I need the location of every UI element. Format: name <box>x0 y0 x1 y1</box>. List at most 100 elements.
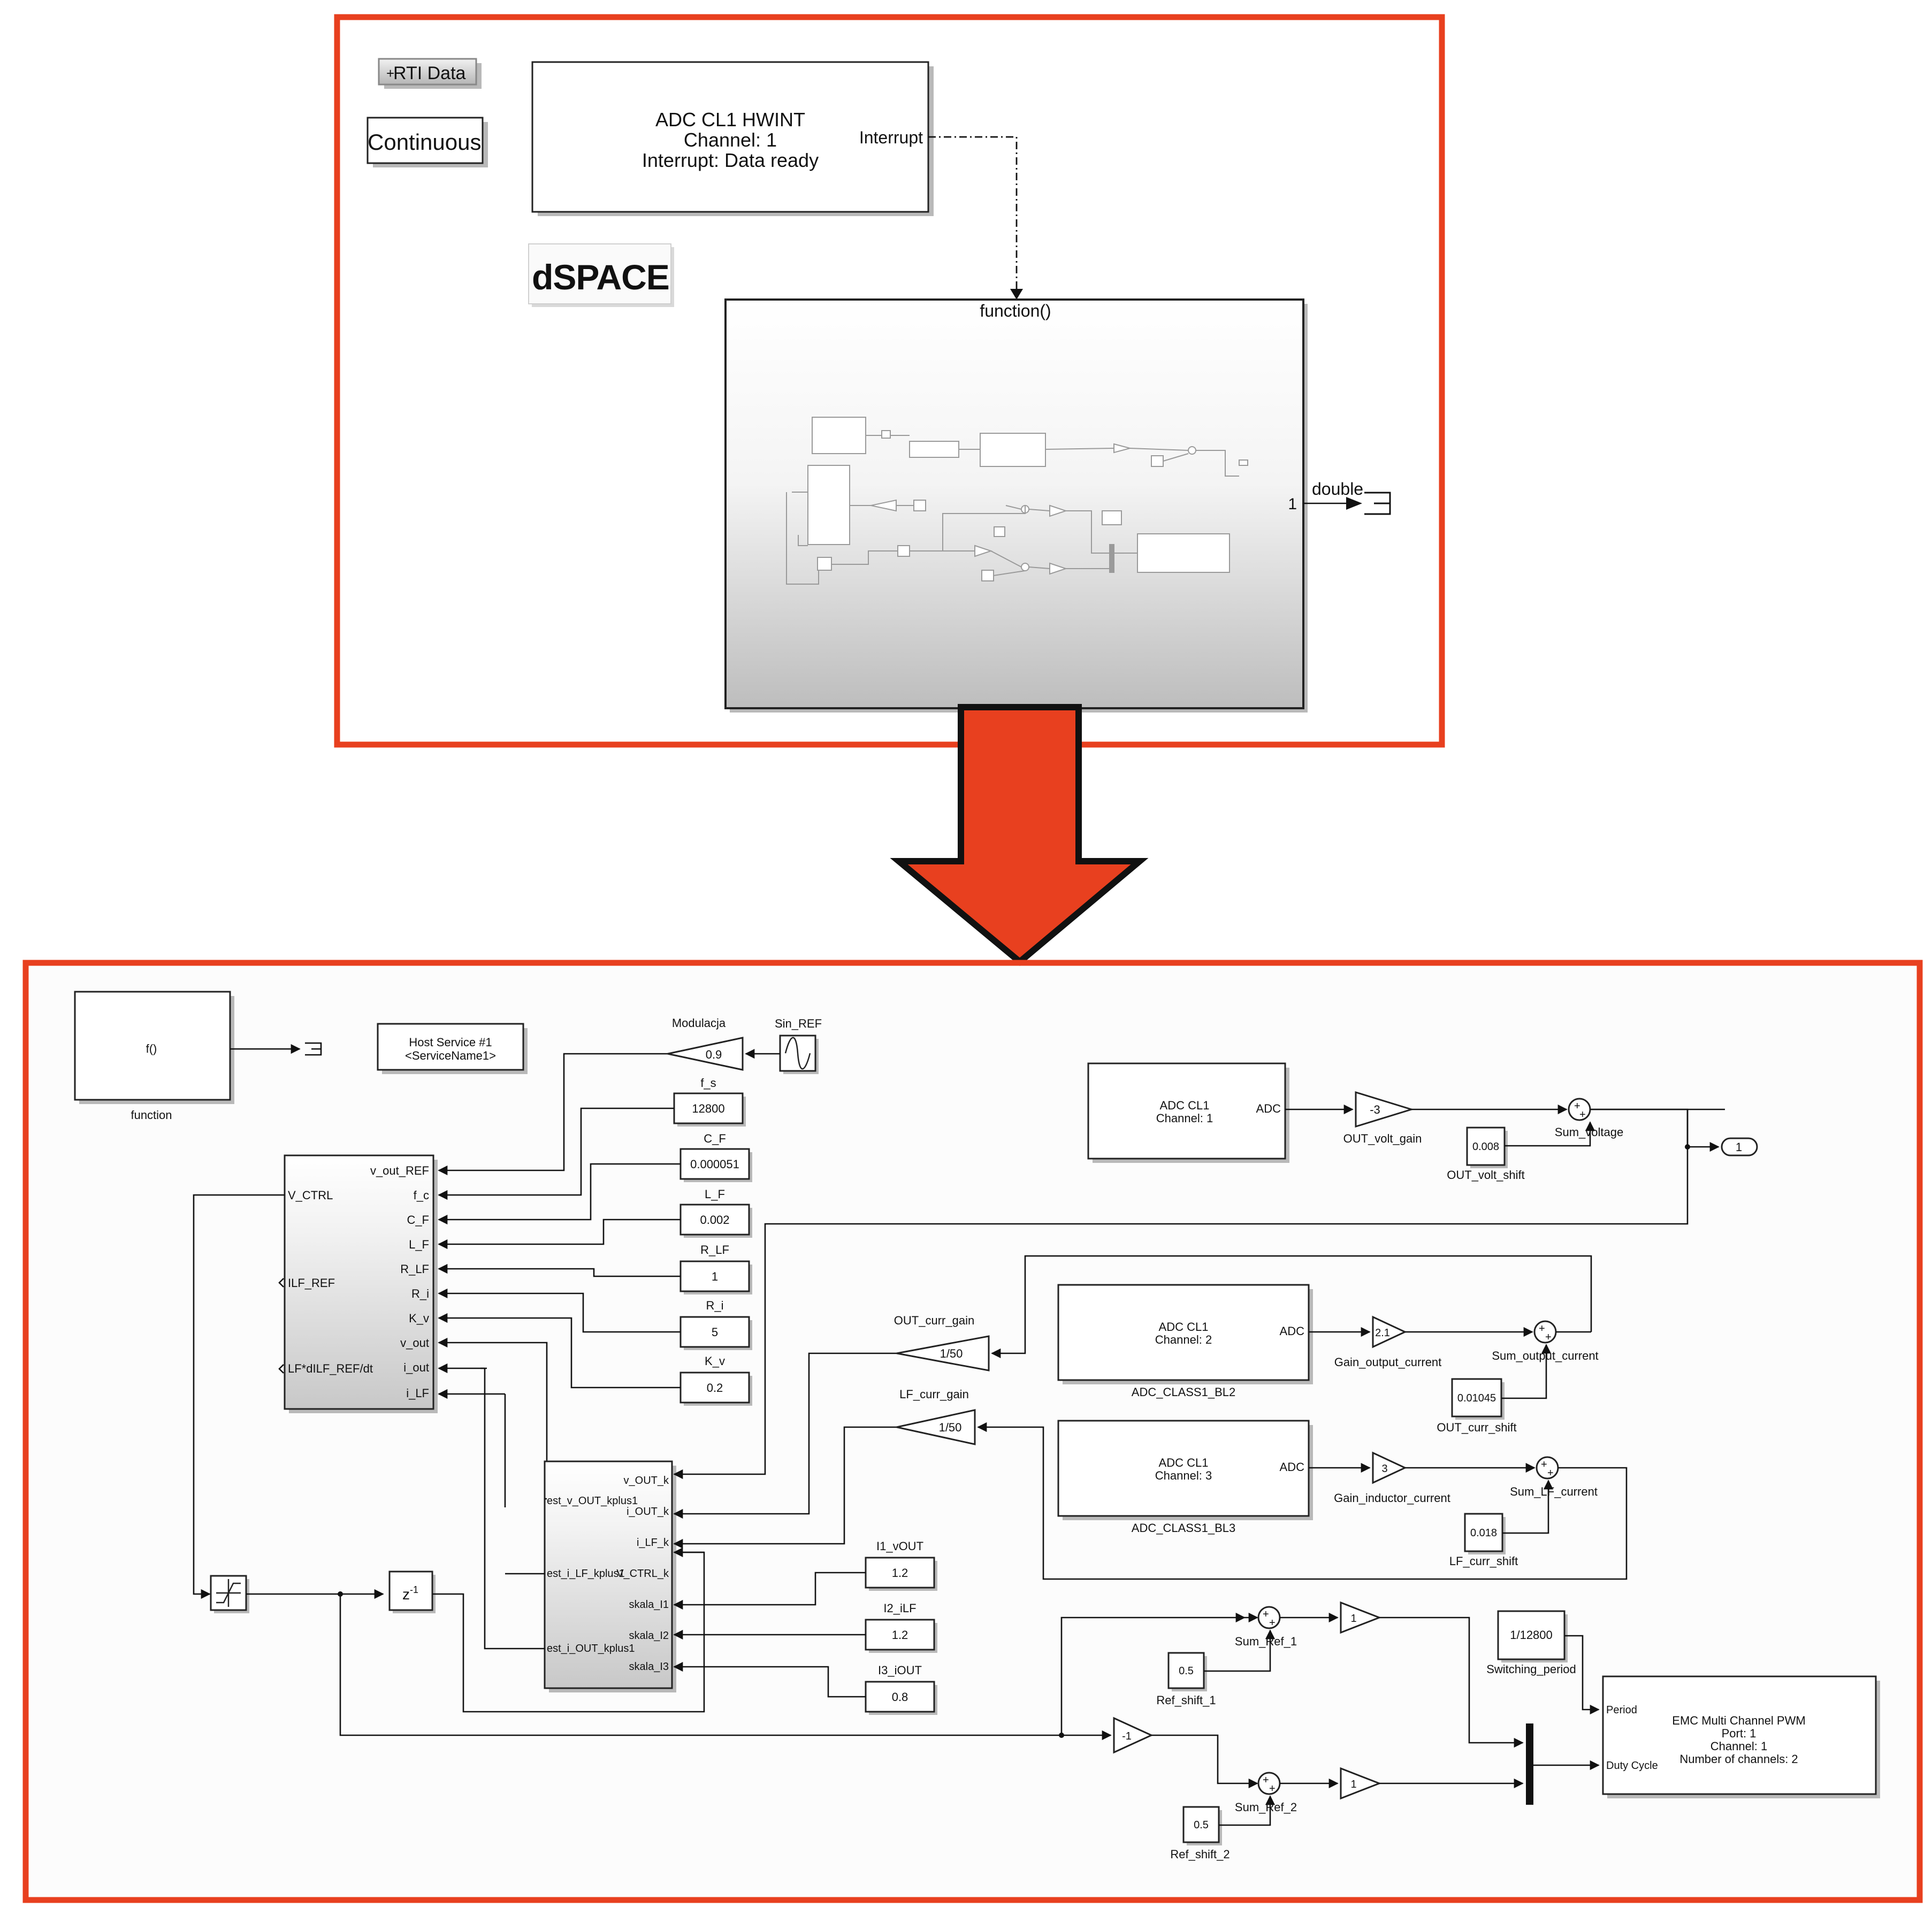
lf-curr-shift[interactable]: 0.018 LF_curr_shift <box>1449 1513 1518 1568</box>
const-kv-name: K_v <box>705 1354 725 1368</box>
const-i2-name: I2_iLF <box>883 1602 916 1615</box>
const-kv[interactable]: 0.2 K_v <box>679 1354 752 1406</box>
gain-neg1[interactable]: -1 <box>1113 1717 1154 1754</box>
out-curr-shift[interactable]: 0.01045 OUT_curr_shift <box>1437 1378 1517 1434</box>
const-i2-ilf[interactable]: 1.2 I2_iLF <box>865 1602 937 1653</box>
wire-period-pwm <box>1564 1635 1600 1715</box>
adc2-port: ADC <box>1280 1324 1305 1338</box>
adc2-block[interactable]: ADC CL1 Channel: 2 ADC ADC_CLASS1_BL2 <box>1057 1284 1313 1399</box>
sine-wave-icon <box>784 1037 811 1070</box>
gain-1-b[interactable]: 1 <box>1340 1767 1382 1800</box>
adc-hwint-block[interactable]: ADC CL1 HWINT Channel: 1 Interrupt: Data… <box>531 61 934 216</box>
const-ri-value: 5 <box>712 1326 718 1339</box>
gain-output-current-value: 2.1 <box>1375 1327 1390 1339</box>
subsystem-preview <box>786 417 1248 585</box>
const-fs-value: 12800 <box>692 1102 724 1115</box>
wire-vctrl-saturation <box>193 1194 285 1599</box>
adc3-name: ADC_CLASS1_BL3 <box>1132 1521 1235 1535</box>
gain-output-current-name: Gain_output_current <box>1334 1355 1442 1369</box>
controller-port-ilf: i_LF <box>406 1386 429 1400</box>
pwm-block[interactable]: EMC Multi Channel PWM Port: 1 Channel: 1… <box>1602 1675 1880 1798</box>
switching-period[interactable]: 1/12800 Switching_period <box>1486 1610 1576 1676</box>
const-ri[interactable]: 5 R_i <box>679 1299 752 1350</box>
wire-i3 <box>673 1661 866 1698</box>
out-curr-shift-value: 0.01045 <box>1457 1392 1496 1404</box>
adc3-port: ADC <box>1280 1460 1305 1474</box>
adc2-title: ADC CL1 <box>1159 1320 1209 1334</box>
sum-lf-current-plus1: + <box>1541 1459 1547 1470</box>
controller-port-rlf: R_LF <box>400 1262 429 1276</box>
const-cf[interactable]: 0.000051 C_F <box>679 1132 752 1182</box>
sum-lf-current-name: Sum_LF_current <box>1510 1485 1598 1498</box>
sum-ref-1-plus1: + <box>1263 1608 1269 1620</box>
observer-subsystem[interactable]: est_v_OUT_kplus1 est_i_LF_kplus1 est_i_O… <box>544 1460 676 1692</box>
controller-port-v-out-ref: v_out_REF <box>370 1164 429 1177</box>
gain-1-a[interactable]: 1 <box>1340 1601 1382 1634</box>
controller-port-kv: K_v <box>409 1312 429 1325</box>
sum-voltage-plus1: + <box>1574 1100 1580 1112</box>
wire-est-iout <box>484 1533 545 1650</box>
rti-data-block[interactable]: + RTI Data <box>378 58 482 89</box>
out-volt-gain[interactable]: -3 OUT_volt_gain <box>1343 1091 1422 1145</box>
function-call-block[interactable]: f() function <box>74 991 234 1122</box>
lf-curr-shift-value: 0.018 <box>1470 1527 1497 1539</box>
saturation-block[interactable] <box>210 1575 249 1613</box>
const-rlf[interactable]: 1 R_LF <box>679 1243 752 1294</box>
sum-voltage-plus2: + <box>1579 1109 1586 1121</box>
adc3-block[interactable]: ADC CL1 Channel: 3 ADC ADC_CLASS1_BL3 <box>1057 1420 1313 1535</box>
gain-inductor-current[interactable]: 3 Gain_inductor_current <box>1334 1451 1450 1505</box>
outport-1[interactable]: 1 <box>1721 1137 1758 1156</box>
wire-duty-sumref1 <box>1060 1612 1246 1735</box>
wire-refshift1-sum <box>1204 1629 1276 1672</box>
controller-subsystem[interactable]: V_CTRL ILF_REF LF*dILF_REF/dt v_out_REF … <box>278 1154 438 1413</box>
sum-voltage[interactable]: + + Sum_voltage <box>1555 1098 1623 1139</box>
pwm-port: Port: 1 <box>1722 1727 1757 1740</box>
adc1-block[interactable]: ADC CL1 Channel: 1 ADC <box>1087 1062 1289 1163</box>
mux-block[interactable] <box>1526 1723 1533 1805</box>
host-service-block[interactable]: Host Service #1 <ServiceName1> <box>377 1023 528 1074</box>
ref-shift-2[interactable]: 0.5 Ref_shift_2 <box>1170 1806 1230 1861</box>
adc-hwint-channel: Channel: 1 <box>684 129 777 151</box>
observer-out-est-ilf: est_i_LF_kplus1 <box>547 1568 625 1580</box>
modulacja-name: Modulacja <box>672 1016 726 1030</box>
host-service-name: <ServiceName1> <box>405 1049 496 1062</box>
bottom-frame <box>22 960 1923 1903</box>
const-i1-vout[interactable]: 1.2 I1_vOUT <box>865 1539 937 1591</box>
pwm-title: EMC Multi Channel PWM <box>1672 1714 1805 1727</box>
sum-output-current-plus2: + <box>1545 1331 1552 1343</box>
adc1-port: ADC <box>1256 1102 1281 1115</box>
const-lf[interactable]: 0.002 L_F <box>679 1187 752 1238</box>
sin-ref-block[interactable]: Sin_REF <box>775 1017 822 1074</box>
function-call-name: function <box>131 1108 172 1122</box>
modulacja-gain[interactable]: 0.9 Modulacja <box>667 1016 744 1071</box>
rti-data-label: RTI Data <box>393 63 466 83</box>
unit-delay-block[interactable]: z-1 <box>388 1570 436 1613</box>
observer-in-skala-i1: skala_I1 <box>629 1599 669 1611</box>
lf-curr-gain[interactable]: 1/50 LF_curr_gain <box>896 1388 976 1445</box>
sum-lf-current[interactable]: + + Sum_LF_current <box>1510 1456 1598 1498</box>
out-volt-shift[interactable]: 0.008 OUT_volt_shift <box>1447 1127 1525 1182</box>
out-curr-gain-value: 1/50 <box>940 1347 963 1360</box>
continuous-block[interactable]: Continuous <box>366 117 488 167</box>
function-subsystem[interactable]: function() 1 <box>724 298 1308 712</box>
pwm-channel: Channel: 1 <box>1710 1740 1767 1753</box>
controller-port-fc: f_c <box>414 1189 429 1202</box>
observer-in-vctrl-k: V_CTRL_k <box>616 1568 669 1580</box>
observer-out-est-v: est_v_OUT_kplus1 <box>547 1495 638 1507</box>
adc3-channel: Channel: 3 <box>1155 1469 1212 1482</box>
observer-in-v-out-k: v_OUT_k <box>624 1475 669 1487</box>
controller-port-lf: L_F <box>409 1238 429 1251</box>
wire-sumcurr-outcurr <box>991 1255 1592 1359</box>
dspace-logo: dSPACE d <box>528 243 674 307</box>
gain-neg1-value: -1 <box>1122 1730 1132 1742</box>
sum-ref-2-plus2: + <box>1269 1783 1276 1795</box>
const-rlf-value: 1 <box>712 1270 718 1283</box>
out-curr-gain[interactable]: 1/50 OUT_curr_gain <box>894 1314 990 1372</box>
adc3-title: ADC CL1 <box>1159 1456 1209 1469</box>
gain-output-current[interactable]: 2.1 Gain_output_current <box>1334 1315 1442 1369</box>
const-fs[interactable]: 12800 f_s <box>673 1076 746 1127</box>
controller-in-ilf-ref-port-icon <box>278 1278 284 1288</box>
ref-shift-1[interactable]: 0.5 Ref_shift_1 <box>1156 1652 1216 1707</box>
controller-input-wires <box>439 1053 681 1533</box>
